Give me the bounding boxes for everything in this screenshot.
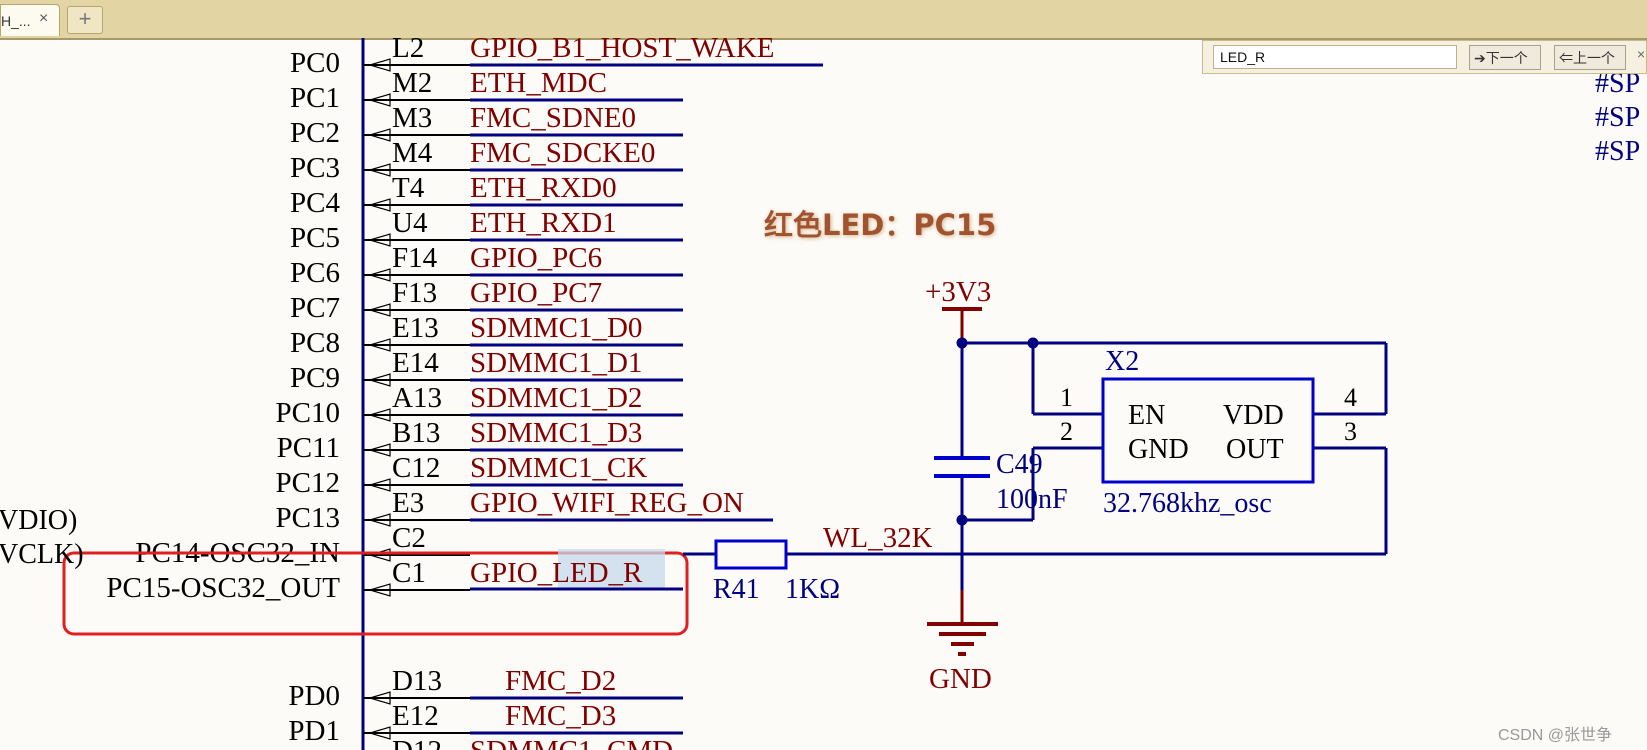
port-label: PC13 bbox=[276, 502, 340, 534]
ball-label: T4 bbox=[392, 172, 425, 204]
port-label: PC9 bbox=[290, 362, 340, 394]
net-label: GPIO_WIFI_REG_ON bbox=[470, 487, 744, 519]
search-match-highlight bbox=[558, 549, 665, 590]
ball-label: L2 bbox=[392, 38, 424, 64]
ball-label: D13 bbox=[392, 665, 442, 697]
ball-label: D12 bbox=[392, 735, 442, 750]
tab-label: H_... bbox=[1, 13, 31, 29]
osc-pin-3: 3 bbox=[1344, 417, 1357, 446]
right-label: #SP bbox=[1595, 102, 1640, 133]
osc-out-label: OUT bbox=[1226, 434, 1284, 465]
ball-label: B13 bbox=[392, 417, 440, 449]
ball-label: E14 bbox=[392, 347, 439, 379]
annotation-text: 红色LED：PC15 bbox=[764, 208, 996, 242]
net-label: FMC_D3 bbox=[505, 700, 616, 732]
net-label: SDMMC1_D1 bbox=[470, 347, 642, 379]
ball-label: F14 bbox=[392, 242, 438, 274]
port-label: PD1 bbox=[288, 715, 340, 747]
port-label: PC12 bbox=[276, 467, 340, 499]
port-label: PC3 bbox=[290, 152, 340, 184]
ball-label: M3 bbox=[392, 102, 432, 134]
new-tab-button[interactable]: + bbox=[67, 6, 103, 34]
highlight-box bbox=[62, 551, 689, 636]
net-label: FMC_SDCKE0 bbox=[470, 137, 655, 169]
ball-label: C12 bbox=[392, 452, 440, 484]
ball-label: E13 bbox=[392, 312, 439, 344]
find-prev-button[interactable]: ⇐上一个 bbox=[1554, 45, 1626, 70]
net-label: ETH_RXD0 bbox=[470, 172, 617, 204]
close-tab-icon[interactable]: × bbox=[39, 10, 49, 27]
port-label: PC6 bbox=[290, 257, 340, 289]
port-label: PC11 bbox=[277, 432, 340, 464]
net-label-wl32k: WL_32K bbox=[823, 522, 933, 554]
osc-pin-4: 4 bbox=[1344, 383, 1357, 412]
port-label: PC4 bbox=[290, 187, 340, 219]
net-label: SDMMC1_CK bbox=[470, 452, 647, 484]
find-next-button[interactable]: ➔下一个 bbox=[1469, 45, 1541, 70]
ball-label: E3 bbox=[392, 487, 424, 519]
ball-label: U4 bbox=[392, 207, 428, 239]
find-bar: ➔下一个 ⇐上一个 × bbox=[1202, 40, 1647, 74]
junction-dot bbox=[1027, 337, 1039, 349]
find-close-icon[interactable]: × bbox=[1637, 46, 1646, 62]
osc-vdd-label: VDD bbox=[1223, 400, 1284, 431]
right-label: #SP bbox=[1595, 136, 1640, 167]
vcc-label: +3V3 bbox=[925, 276, 991, 308]
osc-ref: X2 bbox=[1105, 346, 1139, 377]
osc-value: 32.768khz_osc bbox=[1103, 488, 1272, 519]
ball-label: A13 bbox=[392, 382, 442, 414]
net-label-led-r: GPIO_LED_R bbox=[470, 557, 643, 589]
net-label: SDMMC1_D0 bbox=[470, 312, 642, 344]
port-label: PC10 bbox=[276, 397, 340, 429]
port-label: PC15-OSC32_OUT bbox=[106, 572, 340, 604]
port-label: PC2 bbox=[290, 117, 340, 149]
resistor-body bbox=[714, 539, 788, 570]
port-label: PD0 bbox=[288, 680, 340, 712]
ball-label: C1 bbox=[392, 557, 426, 589]
cap-ref: C49 bbox=[996, 449, 1043, 480]
port-label: PC0 bbox=[290, 47, 340, 79]
osc-pin-2: 2 bbox=[1060, 417, 1073, 446]
tab-bar: H_... × + bbox=[0, 0, 1647, 40]
net-label: ETH_RXD1 bbox=[470, 207, 617, 239]
port-label: PC1 bbox=[290, 82, 340, 114]
ball-label: C2 bbox=[392, 522, 426, 554]
port-label: PC8 bbox=[290, 327, 340, 359]
net-label: SDMMC1_D3 bbox=[470, 417, 642, 449]
left-cut-label: VCLK) bbox=[0, 539, 84, 570]
net-label: GPIO_B1_HOST_WAKE bbox=[470, 38, 775, 64]
net-label: FMC_D2 bbox=[505, 665, 616, 697]
net-label: SDMMC1_CMD bbox=[470, 735, 673, 750]
find-input[interactable] bbox=[1213, 45, 1457, 69]
net-label: FMC_SDNE0 bbox=[470, 102, 636, 134]
ball-label: F13 bbox=[392, 277, 437, 309]
resistor-ref: R41 bbox=[713, 574, 760, 605]
net-label: GPIO_PC7 bbox=[470, 277, 602, 309]
osc-en-label: EN bbox=[1128, 400, 1165, 431]
port-label: PC5 bbox=[290, 222, 340, 254]
resistor-value: 1KΩ bbox=[785, 574, 840, 605]
ball-label: E12 bbox=[392, 700, 439, 732]
osc-pin-1: 1 bbox=[1060, 383, 1073, 412]
junction-dot bbox=[956, 514, 968, 526]
watermark: CSDN @张世争 bbox=[1498, 727, 1613, 744]
net-label: GPIO_PC6 bbox=[470, 242, 602, 274]
junction-dot bbox=[956, 337, 968, 349]
net-label: SDMMC1_D2 bbox=[470, 382, 642, 414]
ball-label: M2 bbox=[392, 67, 432, 99]
left-cut-label: VDIO) bbox=[0, 505, 77, 536]
gnd-label: GND bbox=[929, 663, 992, 695]
osc-gnd-label: GND bbox=[1128, 434, 1189, 465]
ball-label: M4 bbox=[392, 137, 433, 169]
net-label: ETH_MDC bbox=[470, 67, 607, 99]
document-tab[interactable]: H_... × bbox=[0, 4, 60, 36]
port-label: PC7 bbox=[290, 292, 340, 324]
oscillator-body bbox=[1101, 377, 1315, 484]
